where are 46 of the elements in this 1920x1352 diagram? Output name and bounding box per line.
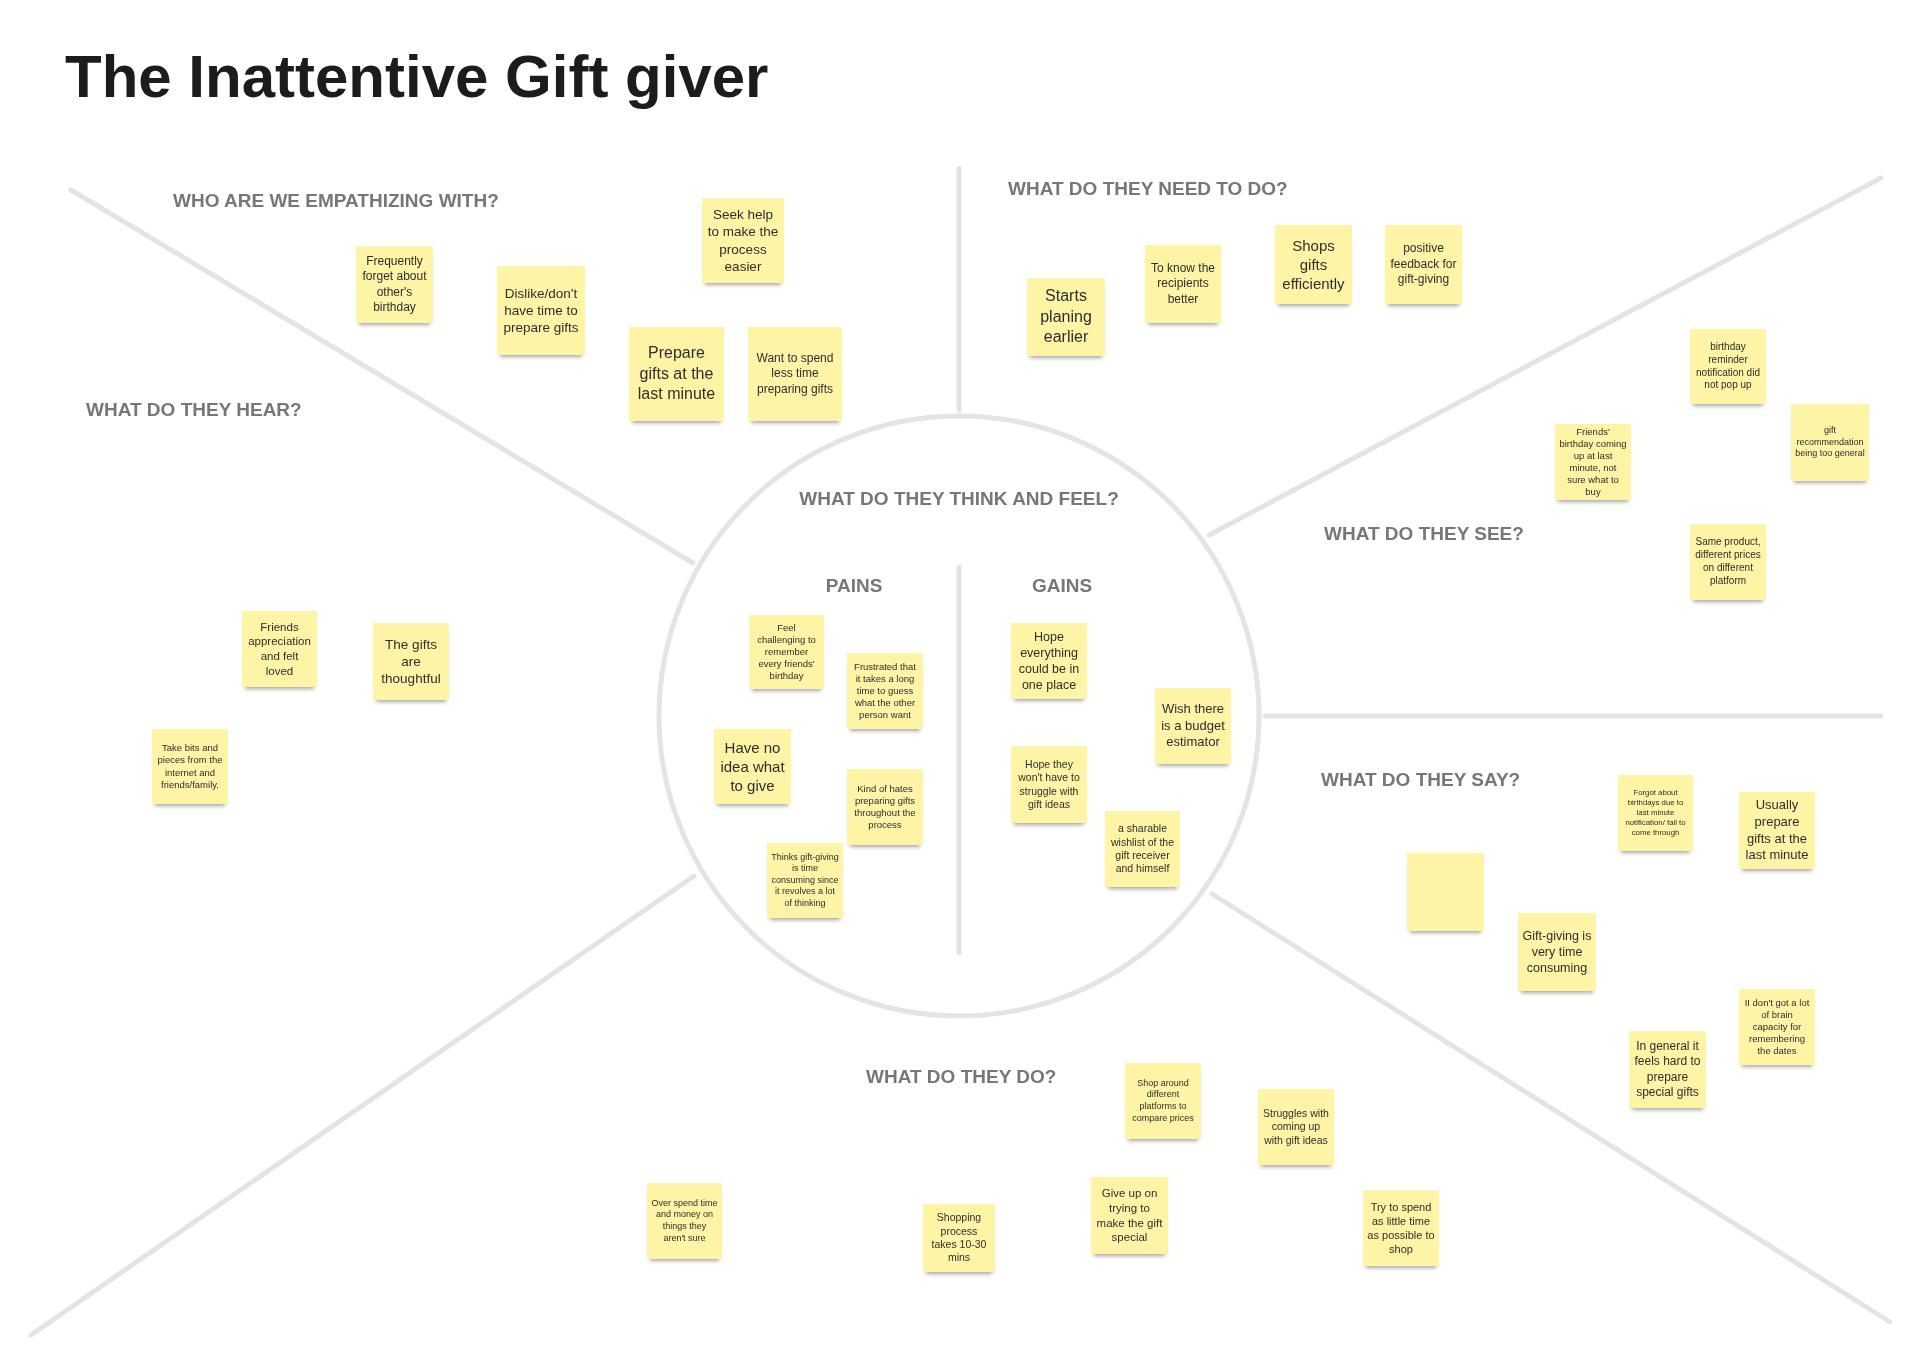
sticky-note [1407, 853, 1484, 931]
section-heading: WHAT DO THEY THINK AND FEEL? [799, 489, 1119, 510]
sticky-note: Have no idea what to give [714, 729, 791, 804]
section-heading: WHAT DO THEY SEE? [1324, 524, 1524, 545]
sticky-note: Give up on trying to make the gift special [1091, 1177, 1168, 1254]
sticky-note: Hope they won't have to struggle with gift ideas [1011, 746, 1087, 823]
sticky-note: Hope everything could be in one place [1011, 623, 1087, 699]
sticky-note: Prepare gifts at the last minute [629, 327, 724, 421]
sticky-note: II don't got a lot of brain capacity for remembering the dates [1739, 989, 1815, 1065]
section-heading: WHAT DO THEY NEED TO DO? [1008, 179, 1288, 200]
sticky-note: Kind of hates preparing gifts throughout the process [847, 769, 923, 845]
sticky-note: Frequently forget about other's birthday [356, 246, 433, 323]
sticky-note: Try to spend as little time as possible to shop [1363, 1190, 1439, 1266]
section-heading: PAINS [825, 576, 883, 597]
sticky-note: a sharable wishlist of the gift receiver and himself [1105, 811, 1180, 887]
sticky-note: Shops gifts efficiently [1275, 225, 1352, 304]
sticky-note: The gifts are thoughtful [373, 623, 449, 700]
sticky-note: gift recommendation being too general [1791, 404, 1869, 481]
sticky-note: Starts planing earlier [1027, 278, 1105, 356]
sticky-note: Frustrated that it takes a long time to guess what the other person want [847, 653, 923, 729]
sticky-note: In general it feels hard to prepare special gifts [1629, 1031, 1706, 1108]
sticky-note: Gift-giving is very time consuming [1518, 913, 1596, 991]
section-heading: WHO ARE WE EMPATHIZING WITH? [173, 191, 499, 212]
sticky-note: Dislike/don't have time to prepare gifts [497, 266, 585, 355]
section-heading: WHAT DO THEY HEAR? [86, 400, 302, 421]
sticky-note: To know the recipients better [1145, 245, 1221, 323]
sticky-note: Take bits and pieces from the internet and friends/family. [152, 729, 228, 804]
sticky-note: Seek help to make the process easier [702, 198, 784, 283]
sticky-note: Friends appreciation and felt loved [242, 611, 317, 687]
section-heading: GAINS [1031, 576, 1093, 597]
sticky-note: Friends' birthday coming up at last minute, not sure what to buy [1555, 424, 1631, 500]
sticky-note: birthday reminder notification did not pop up [1690, 329, 1766, 404]
sticky-note: Thinks gift-giving is time consuming since it revolves a lot of thinking [767, 843, 843, 918]
section-heading: WHAT DO THEY SAY? [1321, 770, 1521, 791]
sticky-note: positive feedback for gift-giving [1385, 225, 1462, 304]
sticky-note: Over spend time and money on things they aren't sure [647, 1183, 722, 1259]
title: The Inattentive Gift giver [65, 47, 769, 107]
sticky-note: Struggles with coming up with gift ideas [1258, 1089, 1334, 1165]
sticky-note: Wish there is a budget estimator [1155, 688, 1231, 764]
sticky-note: Want to spend less time preparing gifts [748, 327, 842, 421]
section-heading: WHAT DO THEY DO? [866, 1067, 1057, 1088]
sticky-note: Shopping process takes 10-30 mins [923, 1204, 995, 1272]
sticky-note: Shop around different platforms to compare prices [1125, 1063, 1201, 1139]
sticky-note: Usually prepare gifts at the last minute [1739, 792, 1815, 869]
sticky-note: Feel challenging to remember every friends' birthday [749, 615, 824, 689]
sticky-note: Same product, different prices on different platform [1690, 524, 1766, 600]
